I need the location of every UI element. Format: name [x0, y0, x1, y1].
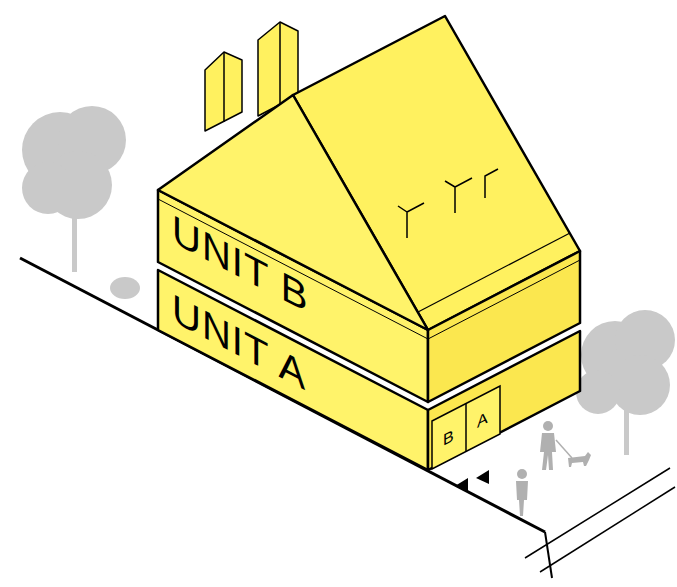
- unit-a-side: [428, 331, 580, 470]
- door-divider: [465, 403, 467, 452]
- entry-arrow: [455, 470, 489, 492]
- tree: [22, 106, 126, 272]
- bush: [110, 277, 140, 299]
- band-line: [428, 260, 580, 339]
- door: [432, 386, 500, 469]
- tree: [576, 310, 675, 455]
- person: [516, 421, 591, 516]
- skylight-symbol: [398, 169, 498, 238]
